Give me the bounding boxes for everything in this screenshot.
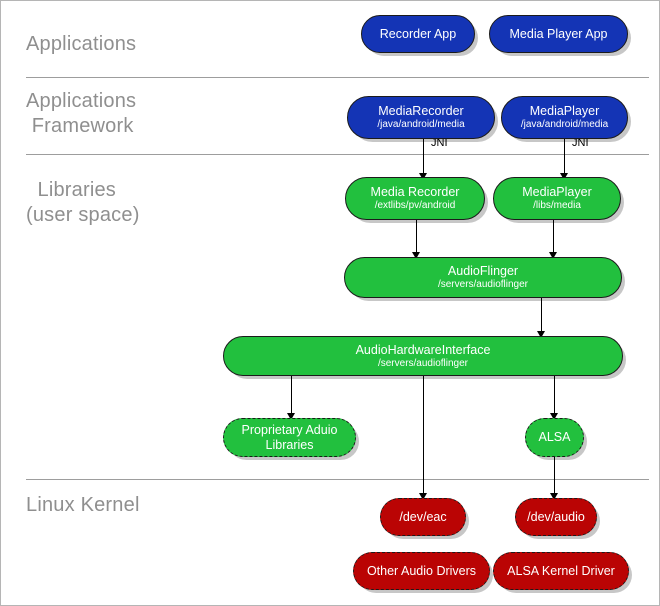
node-title: AudioFlinger bbox=[447, 264, 519, 278]
connector-ahi-to-proprietary-audio-libs bbox=[291, 376, 292, 418]
connector-audioflinger-to-audiohardwareinterface bbox=[541, 298, 542, 336]
node-proprietary-audio-libraries[interactable]: Proprietary Aduio Libraries bbox=[223, 418, 356, 457]
node-alsa[interactable]: ALSA bbox=[525, 418, 584, 457]
node-subtitle: /servers/audioflinger bbox=[377, 357, 469, 369]
arrowhead-proprietary-audio-libs bbox=[287, 413, 295, 420]
layer-label-applications-framework: Applications Framework bbox=[26, 90, 137, 137]
connector-alsa-to-dev-audio bbox=[554, 457, 555, 498]
connector-mediaplayer-to-mediaplayer-lib bbox=[564, 139, 565, 178]
layer-label-applications: Applications bbox=[26, 33, 137, 55]
node-audioflinger[interactable]: AudioFlinger /servers/audioflinger bbox=[344, 257, 622, 298]
divider-applications bbox=[26, 77, 649, 78]
node-other-audio-drivers[interactable]: Other Audio Drivers bbox=[353, 552, 490, 590]
node-recorder-app[interactable]: Recorder App bbox=[361, 15, 475, 53]
node-title: ALSA bbox=[538, 430, 571, 444]
node-subtitle: /libs/media bbox=[533, 200, 581, 211]
node-subtitle: /java/android/media bbox=[377, 119, 465, 130]
node-audiohardwareinterface[interactable]: AudioHardwareInterface /servers/audiofli… bbox=[223, 336, 623, 376]
node-title: Recorder App bbox=[379, 26, 457, 41]
node-title: Media Recorder bbox=[370, 185, 460, 199]
connector-ahi-to-dev-eac bbox=[423, 376, 424, 498]
divider-libraries bbox=[26, 479, 649, 480]
connector-mediaplayer-lib-to-audioflinger bbox=[553, 220, 554, 257]
node-subtitle: /extlibs/pv/android bbox=[374, 200, 456, 211]
node-media-recorder-lib[interactable]: Media Recorder /extlibs/pv/android bbox=[345, 177, 485, 220]
node-dev-eac[interactable]: /dev/eac bbox=[380, 498, 466, 536]
node-title: Proprietary Aduio bbox=[241, 422, 338, 437]
arrowhead-alsa bbox=[550, 413, 558, 420]
arrowhead-audioflinger-left bbox=[412, 252, 420, 259]
divider-applications-framework bbox=[26, 154, 649, 155]
node-title: AudioHardwareInterface bbox=[355, 342, 491, 357]
edge-label-jni-player: JNI bbox=[572, 137, 589, 149]
node-mediaplayer-framework[interactable]: MediaPlayer /java/android/media bbox=[501, 96, 628, 139]
node-title: MediaPlayer bbox=[529, 104, 600, 118]
node-dev-audio[interactable]: /dev/audio bbox=[515, 498, 597, 536]
layer-label-linux-kernel: Linux Kernel bbox=[26, 494, 140, 516]
arrowhead-audiohardwareinterface bbox=[537, 331, 545, 338]
node-mediarecorder-framework[interactable]: MediaRecorder /java/android/media bbox=[347, 96, 495, 139]
layer-label-libraries: Libraries (user space) bbox=[26, 179, 140, 226]
node-alsa-kernel-driver[interactable]: ALSA Kernel Driver bbox=[493, 552, 629, 590]
node-title: MediaPlayer bbox=[522, 185, 592, 199]
arrowhead-dev-audio bbox=[550, 493, 558, 500]
connector-ahi-to-alsa bbox=[554, 376, 555, 418]
node-title: /dev/audio bbox=[527, 509, 585, 524]
connector-mediarecorder-to-media-recorder bbox=[423, 139, 424, 178]
node-title: Other Audio Drivers bbox=[366, 563, 477, 578]
node-mediaplayer-lib[interactable]: MediaPlayer /libs/media bbox=[493, 177, 621, 220]
node-title: MediaRecorder bbox=[378, 104, 464, 118]
node-subtitle: /servers/audioflinger bbox=[437, 279, 529, 290]
node-subtitle: /java/android/media bbox=[520, 119, 609, 130]
node-media-player-app[interactable]: Media Player App bbox=[489, 15, 628, 53]
connector-media-recorder-to-audioflinger bbox=[416, 220, 417, 257]
edge-label-jni-recorder: JNI bbox=[431, 137, 448, 149]
arrowhead-audioflinger-right bbox=[549, 252, 557, 259]
node-title: Media Player App bbox=[509, 26, 608, 41]
node-subtitle: Libraries bbox=[265, 437, 314, 452]
node-title: /dev/eac bbox=[399, 509, 447, 524]
node-title: ALSA Kernel Driver bbox=[507, 563, 615, 578]
arrowhead-dev-eac bbox=[419, 493, 427, 500]
